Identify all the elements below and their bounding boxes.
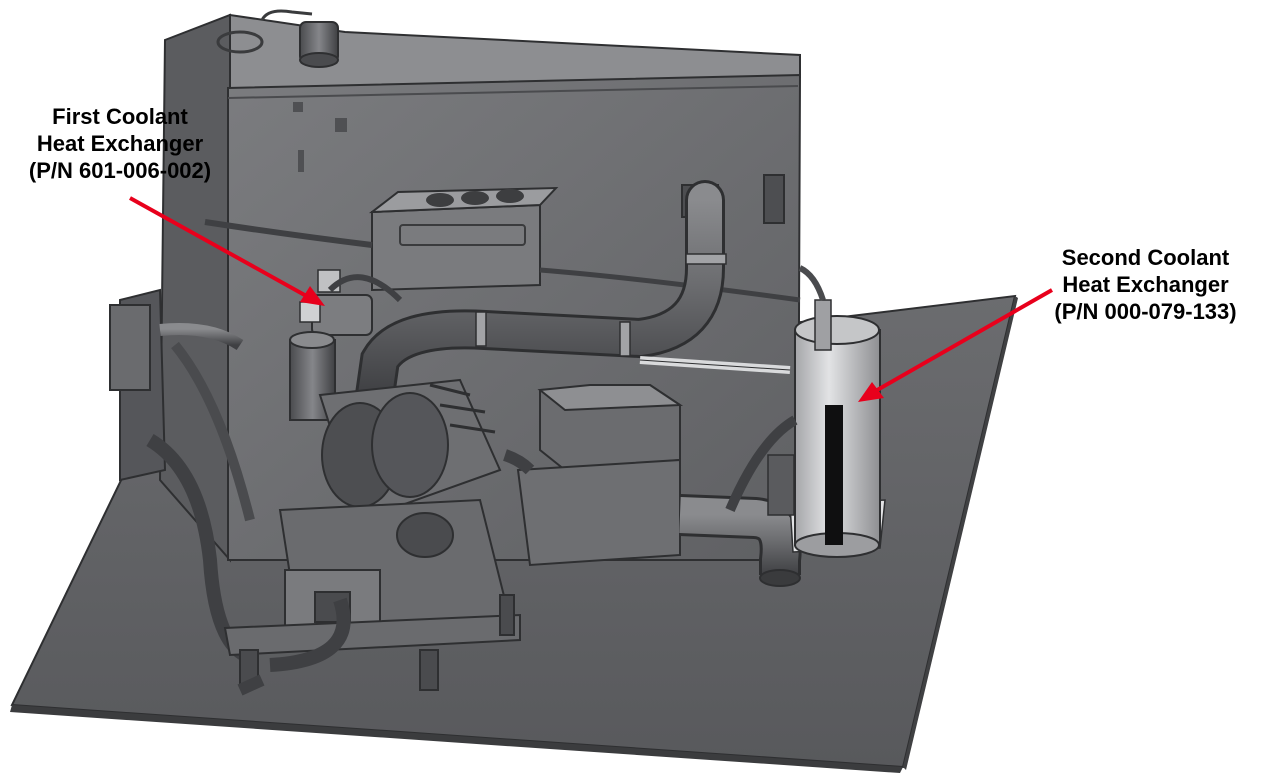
main-process-pipe (355, 180, 791, 415)
first-heat-exchanger (299, 269, 403, 336)
silencer-box (502, 383, 802, 587)
motor-assembly (223, 498, 521, 696)
second-heat-exchanger-label: Second Coolant Heat Exchanger (P/N 000-0… (1018, 244, 1273, 325)
callout-arrow-second (858, 288, 1053, 402)
second-label-line-2: Heat Exchanger (1062, 272, 1229, 297)
first-heat-exchanger-label: First Coolant Heat Exchanger (P/N 601-00… (2, 103, 238, 184)
callout-arrow-first (129, 196, 325, 306)
blower-unit (318, 378, 502, 522)
second-heat-exchanger (725, 265, 886, 558)
first-label-part-number: (P/N 601-006-002) (28, 158, 212, 183)
first-label-line-2: Heat Exchanger (36, 131, 204, 156)
second-label-line-1: Second Coolant (1061, 245, 1230, 270)
first-label-line-1: First Coolant (52, 104, 188, 129)
second-label-part-number: (P/N 000-079-133) (1054, 299, 1237, 324)
